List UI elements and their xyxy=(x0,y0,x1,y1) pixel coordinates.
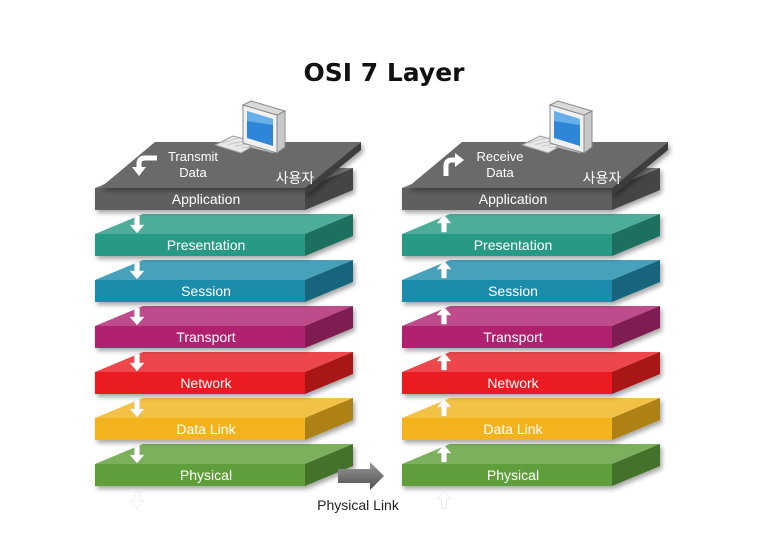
flow-arrow-icon xyxy=(129,215,145,234)
receiver-stack: Physical Data Link Network Transport Session… xyxy=(402,100,668,509)
layer-label: Transport xyxy=(176,329,236,345)
layer-slab-5: Network xyxy=(95,352,353,394)
flow-arrow-icon xyxy=(436,260,452,279)
layer-label: Network xyxy=(180,375,232,391)
layer-label: Transport xyxy=(483,329,543,345)
layer-label: Data Link xyxy=(176,421,236,437)
action-label-line1: Receive xyxy=(477,149,524,164)
layer-slab-6: Data Link xyxy=(95,398,353,440)
layer-label: Data Link xyxy=(483,421,543,437)
layer-label: Network xyxy=(487,375,539,391)
user-label: 사용자 xyxy=(583,170,622,186)
flow-arrow-icon xyxy=(129,491,145,510)
page-title: OSI 7 Layer xyxy=(303,58,465,87)
flow-arrow-icon xyxy=(436,398,452,417)
layer-slab-4: Transport xyxy=(95,306,353,348)
flow-arrow-icon xyxy=(129,399,145,418)
user-layer-cap xyxy=(100,142,361,196)
layer-label: Presentation xyxy=(167,237,246,253)
computer-icon xyxy=(213,100,287,154)
sender-stack: Physical Data Link Network Transport Session… xyxy=(95,100,361,510)
layer-slab-3: Session xyxy=(402,260,660,302)
flow-arrow-icon xyxy=(132,155,157,176)
action-label-line2: Data xyxy=(486,165,514,180)
layer-slab-5: Network xyxy=(402,352,660,394)
layer-label: Session xyxy=(488,283,538,299)
flow-arrow-icon xyxy=(129,445,145,464)
action-label-line1: Transmit xyxy=(168,149,218,164)
layer-label: Physical xyxy=(180,467,232,483)
layer-slab-3: Session xyxy=(95,260,353,302)
layer-slab-7: Physical xyxy=(95,444,353,486)
layer-label: Application xyxy=(172,191,241,207)
layer-label: Presentation xyxy=(474,237,553,253)
layer-slab-7: Physical xyxy=(402,444,660,486)
flow-arrow-icon xyxy=(436,214,452,233)
layer-slab-4: Transport xyxy=(402,306,660,348)
layer-label: Session xyxy=(181,283,231,299)
layer-label: Physical xyxy=(487,467,539,483)
layer-slab-2: Presentation xyxy=(402,214,660,256)
flow-arrow-icon xyxy=(436,306,452,325)
physical-link-arrow-icon xyxy=(338,462,384,490)
layer-label: Application xyxy=(479,191,548,207)
layer-slab-2: Presentation xyxy=(95,214,353,256)
physical-link-label: Physical Link xyxy=(317,497,399,513)
flow-arrow-icon xyxy=(436,352,452,371)
flow-arrow-icon xyxy=(129,353,145,372)
flow-arrow-icon xyxy=(436,444,452,463)
action-label-line2: Data xyxy=(179,165,207,180)
user-label: 사용자 xyxy=(276,170,315,186)
layer-slab-6: Data Link xyxy=(402,398,660,440)
flow-arrow-icon xyxy=(436,490,452,509)
computer-icon xyxy=(520,100,594,154)
flow-arrow-icon xyxy=(129,261,145,280)
flow-arrow-icon xyxy=(443,153,464,176)
user-layer-cap xyxy=(407,142,668,196)
flow-arrow-icon xyxy=(129,307,145,326)
